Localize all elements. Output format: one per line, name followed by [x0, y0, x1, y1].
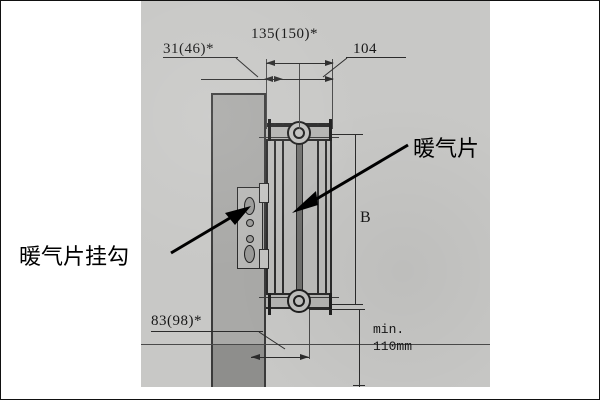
bracket-tab-lower: [259, 249, 269, 269]
dim-line-135: [266, 63, 332, 64]
radiator-top-stud-right: [329, 119, 332, 141]
radiator-panel-line-3: [317, 123, 319, 309]
dim-line-B: [355, 134, 356, 304]
ext-B-top: [332, 134, 356, 135]
dimension-label-31: 31(46)*: [163, 41, 214, 57]
dim-tick-clearance-bottom: [353, 385, 365, 386]
ext-line-rad-right: [332, 59, 333, 129]
leader-31-kink: [235, 57, 259, 78]
annotation-hook-arrow: [170, 206, 251, 255]
leader-104: [346, 57, 406, 58]
dim-arrows-83: [251, 354, 309, 360]
dimension-label-83: 83(98)*: [151, 313, 202, 329]
annotation-radiator-arrow: [292, 143, 409, 213]
dimension-label-B: B: [360, 209, 372, 226]
leader-104-kink: [322, 57, 348, 78]
clearance-note: min. 110mm: [373, 321, 412, 355]
radiator-top-stud-left: [268, 119, 271, 141]
bracket-slot-1: [244, 197, 255, 215]
clearance-label: min.: [373, 322, 405, 337]
floor-line: [141, 344, 490, 345]
radiator-panel-line-4: [325, 123, 327, 309]
annotation-hook-label: 暖气片挂勾: [19, 245, 130, 270]
ext-line-83-top: [309, 309, 359, 310]
radiator-bottom-fitting: [287, 289, 311, 313]
ext-line-rad-center: [299, 63, 300, 129]
radiator-panel-line-1: [274, 123, 276, 309]
radiator-bottom-stud-right: [329, 293, 332, 315]
bracket-slot-4: [244, 245, 255, 263]
wall-column-lower: [211, 344, 266, 387]
dim-tick-clearance-top: [353, 309, 365, 310]
ext-line-83-right: [309, 309, 310, 359]
annotation-radiator-label: 暖气片: [413, 137, 480, 162]
ext-line-rad-left: [266, 59, 267, 129]
dimension-label-135: 135(150)*: [251, 26, 318, 42]
dim-line-clearance: [359, 309, 360, 387]
leader-83-kink: [258, 331, 286, 350]
bracket-slot-3: [246, 235, 254, 243]
leader-31: [163, 57, 238, 58]
dimension-label-104: 104: [353, 41, 377, 57]
dim-arrows-lower-chain: [264, 76, 334, 82]
bracket-tab-upper: [259, 183, 269, 203]
dim-arrows-135: [266, 60, 334, 66]
dim-line-83: [251, 357, 309, 358]
bracket-slot-2: [246, 219, 254, 227]
clearance-value: 110mm: [373, 339, 413, 354]
ext-B-bottom: [332, 304, 356, 305]
leader-83: [151, 331, 263, 332]
radiator-bottom-stud-left: [268, 293, 271, 315]
radiator-panel-line-2: [282, 123, 284, 309]
radiator-core: [296, 131, 303, 301]
